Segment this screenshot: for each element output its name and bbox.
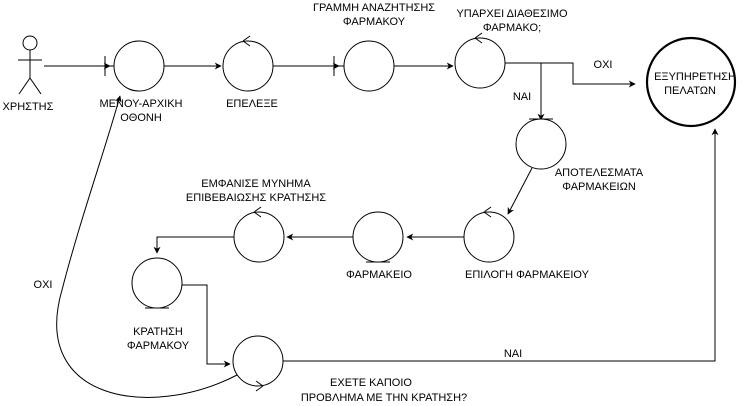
edge-booking-problem — [182, 284, 231, 368]
confirm-msg-label-1: ΕΜΦΑΝΙΣΕ ΜΥΝΗΜΑ — [201, 178, 311, 190]
booking-label-2: ΦΑΡΜΑΚΟΥ — [127, 340, 190, 352]
confirm-msg-label-2: ΕΠΙΒΕΒΑΙΩΣΗΣ ΚΡΑΤΗΣΗΣ — [186, 192, 326, 204]
edge-label-problem-yes: ΝΑΙ — [504, 348, 522, 360]
problem-label-2: ΠΡΟΒΛΗΜΑ ΜΕ ΤΗΝ ΚΡΑΤΗΣΗ? — [301, 392, 467, 404]
menu-label-2: ΟΘΟΝΗ — [120, 112, 162, 124]
edge-problem-customer-service — [283, 128, 719, 362]
booking-label-1: ΚΡΑΤΗΣΗ — [133, 326, 183, 338]
edge-confirm-booking — [153, 236, 234, 254]
edge-label-problem-no: ΟΧΙ — [34, 279, 53, 291]
boundary-menu[interactable] — [104, 40, 165, 92]
edge-label-available-no: ΟΧΙ — [594, 59, 613, 71]
entity-results[interactable] — [515, 118, 567, 170]
entity-pharmacy[interactable] — [352, 211, 404, 263]
select-label: ΕΠΕΛΕΞΕ — [226, 98, 278, 110]
boundary-searchbar[interactable] — [333, 40, 395, 92]
control-pharmacy-choice[interactable] — [463, 206, 515, 263]
pharmacy-choice-label: ΕΠΙΛΟΓΗ ΦΑΡΜΑΚΕΙΟΥ — [465, 269, 590, 281]
entity-booking[interactable] — [131, 257, 183, 309]
searchbar-label-1: ΓΡΑΜΜΗ ΑΝΑΖΗΤΗΣΗΣ — [313, 2, 435, 14]
actor-label: ΧΡΗΣΤΗΣ — [3, 101, 54, 113]
problem-label-1: ΕΧΕΤΕ ΚΑΠΟΙΟ — [330, 377, 412, 389]
available-label-2: ΦΑΡΜΑΚΟ; — [483, 22, 541, 34]
control-confirm-msg[interactable] — [233, 206, 285, 263]
control-problem[interactable] — [232, 335, 284, 392]
edge-label-available-yes: ΝΑΙ — [513, 91, 531, 103]
available-label-1: ΥΠΑΡΧΕΙ ΔΙΑΘΕΣΙΜΟ — [456, 8, 568, 20]
customer-service-label-2: ΠΕΛΑΤΩΝ — [664, 85, 716, 97]
menu-label-1: ΜΕΝΟΥ-ΑΡΧΙΚΗ — [100, 98, 183, 110]
node-customer-service[interactable] — [645, 36, 737, 128]
pharmacy-label: ΦΑΡΜΑΚΕΙΟ — [346, 269, 412, 281]
edge-problem-menu — [56, 95, 238, 398]
results-label-1: ΑΠΟΤΕΛΕΣΜΑΤΑ — [555, 167, 644, 179]
searchbar-label-2: ΦΑΡΜΑΚΟΥ — [343, 16, 406, 28]
results-label-2: ΦΑΡΜΑΚΕΙΩΝ — [562, 181, 636, 193]
control-select[interactable] — [222, 35, 274, 92]
edge-results-pharmacy-choice — [507, 167, 533, 215]
edge-available-customer-service — [505, 62, 636, 88]
actor-user[interactable] — [18, 35, 42, 95]
control-available[interactable] — [454, 32, 506, 89]
customer-service-label-1: ΕΞΥΠΗΡΕΤΗΣΗ — [654, 71, 736, 83]
